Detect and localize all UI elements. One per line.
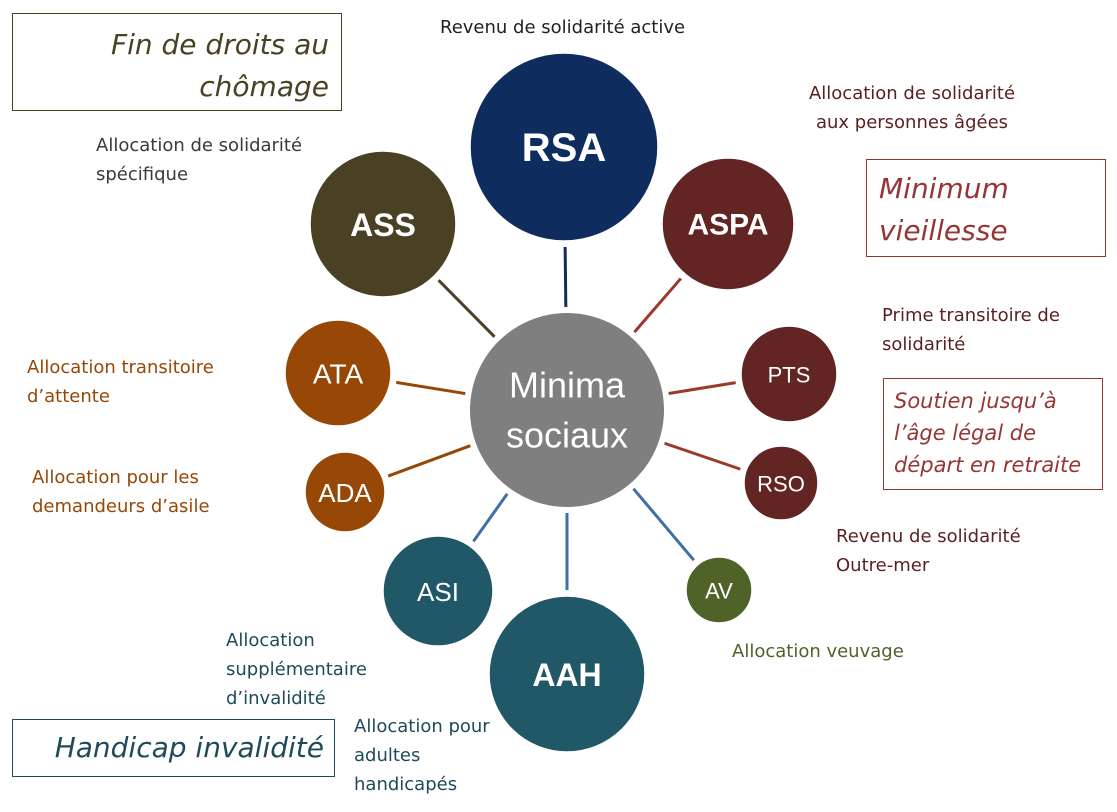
- node-circle-ada: [304, 451, 386, 533]
- connector-rso: [663, 441, 741, 471]
- description-line: supplémentaire: [226, 659, 367, 680]
- description-line: Revenu de solidarité active: [440, 17, 686, 38]
- node-ada: ADA: [304, 451, 386, 533]
- category-box-line: Soutien jusqu’à: [894, 389, 1057, 413]
- description-line: Allocation veuvage: [732, 641, 904, 662]
- description-aspa: Allocation de solidarité aux personnes âg…: [800, 79, 1024, 137]
- description-ada: Allocation pour les demandeurs d’asile: [32, 463, 210, 521]
- node-circle-aspa: [661, 157, 795, 291]
- connector-ada: [387, 444, 471, 478]
- node-aah: AAH: [488, 595, 646, 753]
- description-line: Revenu de solidarité: [836, 526, 1021, 547]
- node-pts: PTS: [740, 325, 838, 423]
- connector-pts: [668, 381, 736, 395]
- node-label-ass: ASS: [350, 207, 416, 243]
- description-line: spécifique: [96, 164, 189, 185]
- connector-rsa: [563, 246, 568, 308]
- node-circles: RSA ASS ASPA PTS RSO AV AAH ASI ADA ATA: [284, 52, 838, 753]
- description-line: Allocation pour les: [32, 467, 199, 488]
- node-circle-ass: [309, 150, 457, 298]
- node-label-ada: ADA: [318, 478, 372, 508]
- description-aah: Allocation pour adultes handicapés: [354, 712, 490, 799]
- category-box-line: vieillesse: [879, 214, 1008, 247]
- category-box-line: Minimum: [879, 172, 1009, 205]
- connector-asi: [472, 493, 509, 543]
- description-line: demandeurs d’asile: [32, 496, 210, 517]
- description-line: handicapés: [354, 774, 458, 795]
- node-ata: ATA: [284, 319, 392, 427]
- description-av: Allocation veuvage: [732, 637, 904, 666]
- node-circle-asi: [382, 535, 494, 647]
- category-box-vieillesse: Minimum vieillesse: [866, 159, 1106, 257]
- description-line: Outre-mer: [836, 555, 930, 576]
- description-line: Allocation pour: [354, 716, 490, 737]
- node-asi: ASI: [382, 535, 494, 647]
- node-circle-ata: [284, 319, 392, 427]
- description-line: Allocation: [226, 630, 315, 651]
- center-label-line2: sociaux: [506, 415, 628, 456]
- category-box-line: Fin de droits au: [111, 28, 329, 61]
- description-ata: Allocation transitoire d’attente: [27, 353, 214, 411]
- node-label-pts: PTS: [768, 363, 811, 388]
- category-box-line: départ en retraite: [894, 453, 1082, 477]
- category-box-line: l’âge légal de: [894, 421, 1037, 445]
- node-label-rsa: RSA: [522, 126, 606, 170]
- category-box-line: Handicap invalidité: [54, 731, 324, 764]
- description-asi: Allocation supplémentaire d’invalidité: [226, 626, 367, 713]
- node-circle-rsa: [469, 52, 659, 242]
- description-line: adultes: [354, 745, 421, 766]
- node-rso: RSO: [743, 445, 819, 521]
- description-line: Prime transitoire de: [882, 305, 1060, 326]
- connectors: [387, 246, 741, 590]
- center-label-line1: Minima: [509, 365, 626, 406]
- category-box-handicap: Handicap invalidité: [12, 719, 335, 777]
- node-ass: ASS: [309, 150, 457, 298]
- description-line: d’invalidité: [226, 688, 326, 709]
- description-line: solidarité: [882, 334, 966, 355]
- connector-ass: [437, 279, 496, 338]
- center-node: Minima sociaux: [470, 313, 664, 507]
- node-circle-pts: [740, 325, 838, 423]
- category-box-chomage: Fin de droits au chômage: [12, 13, 342, 111]
- node-av: AV: [685, 556, 753, 624]
- center-circle: [470, 313, 664, 507]
- node-label-rso: RSO: [757, 472, 805, 497]
- node-aspa: ASPA: [661, 157, 795, 291]
- category-box-retraite: Soutien jusqu’à l’âge légal de départ en r…: [883, 378, 1103, 490]
- connector-aspa: [633, 277, 683, 334]
- category-box-line: chômage: [199, 70, 329, 103]
- description-pts: Prime transitoire de solidarité: [882, 301, 1060, 359]
- description-rsa: Revenu de solidarité active: [440, 13, 685, 42]
- node-label-aspa: ASPA: [687, 209, 768, 242]
- node-label-av: AV: [705, 579, 733, 604]
- node-circle-aah: [488, 595, 646, 753]
- description-line: Allocation transitoire: [27, 357, 214, 378]
- connector-av: [632, 487, 695, 562]
- description-line: aux personnes âgées: [815, 112, 1009, 133]
- node-rsa: RSA: [469, 52, 659, 242]
- node-label-ata: ATA: [313, 359, 364, 390]
- description-line: Allocation de solidarité: [808, 83, 1016, 104]
- node-label-asi: ASI: [417, 577, 459, 607]
- description-line: d’attente: [27, 386, 110, 407]
- description-ass: Allocation de solidarité spécifique: [96, 131, 302, 189]
- node-circle-rso: [743, 445, 819, 521]
- connector-ata: [396, 380, 466, 396]
- description-line: Allocation de solidarité: [96, 135, 303, 156]
- node-label-aah: AAH: [532, 657, 601, 693]
- node-circle-av: [685, 556, 753, 624]
